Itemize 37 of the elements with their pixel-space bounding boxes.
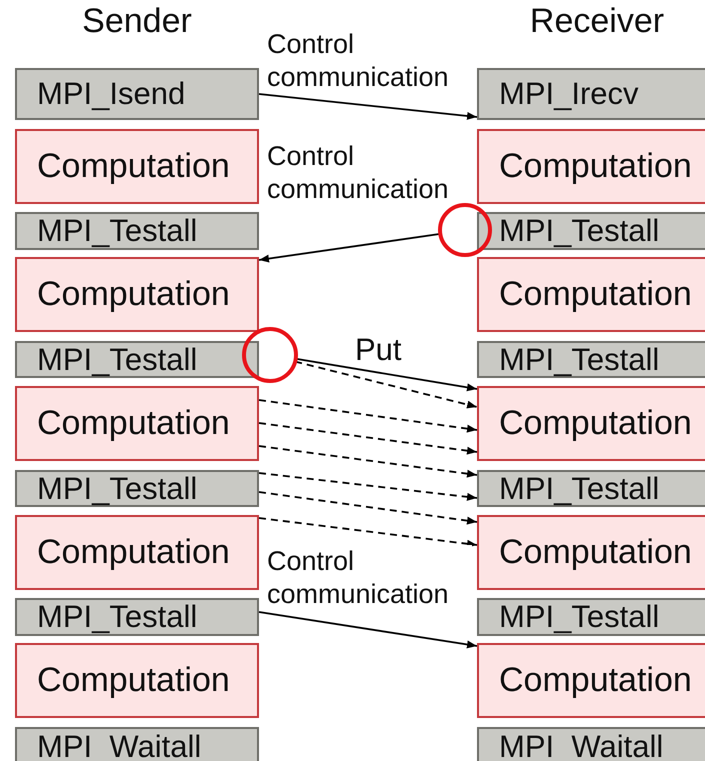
- computation-box: Computation: [15, 257, 259, 332]
- function-box: MPI_Testall: [477, 341, 705, 378]
- function-box: MPI_Irecv: [477, 68, 705, 120]
- computation-box: Computation: [15, 386, 259, 461]
- computation-box: Computation: [477, 515, 705, 590]
- column-heading: Receiver: [530, 2, 664, 41]
- computation-box: Computation: [477, 257, 705, 332]
- computation-box: Computation: [477, 386, 705, 461]
- dashed-arrow: [258, 422, 478, 455]
- dashed-arrow: [258, 399, 478, 433]
- arrow: [258, 611, 478, 648]
- dashed-arrow: [258, 517, 478, 548]
- function-box: MPI_Waitall: [15, 727, 259, 761]
- computation-box: Computation: [477, 129, 705, 204]
- function-box: MPI_Testall: [477, 598, 705, 636]
- function-box: MPI_Testall: [15, 341, 259, 378]
- arrow: [258, 233, 440, 263]
- highlight-circle: [437, 202, 493, 258]
- computation-box: Computation: [15, 129, 259, 204]
- highlight-circle: [241, 326, 299, 384]
- function-box: MPI_Testall: [477, 470, 705, 507]
- column-heading: Sender: [82, 2, 192, 41]
- function-box: MPI_Testall: [15, 212, 259, 250]
- computation-box: Computation: [477, 643, 705, 718]
- function-box: MPI_Isend: [15, 68, 259, 120]
- function-box: MPI_Testall: [15, 470, 259, 507]
- dashed-arrow: [294, 360, 478, 408]
- arrow: [258, 93, 478, 120]
- dashed-arrow: [258, 472, 478, 501]
- arrow: [296, 358, 478, 392]
- computation-box: Computation: [15, 515, 259, 590]
- dashed-arrow: [258, 491, 478, 525]
- dashed-arrow: [258, 445, 478, 478]
- computation-box: Computation: [15, 643, 259, 718]
- function-box: MPI_Waitall: [477, 727, 705, 761]
- function-box: MPI_Testall: [477, 212, 705, 250]
- function-box: MPI_Testall: [15, 598, 259, 636]
